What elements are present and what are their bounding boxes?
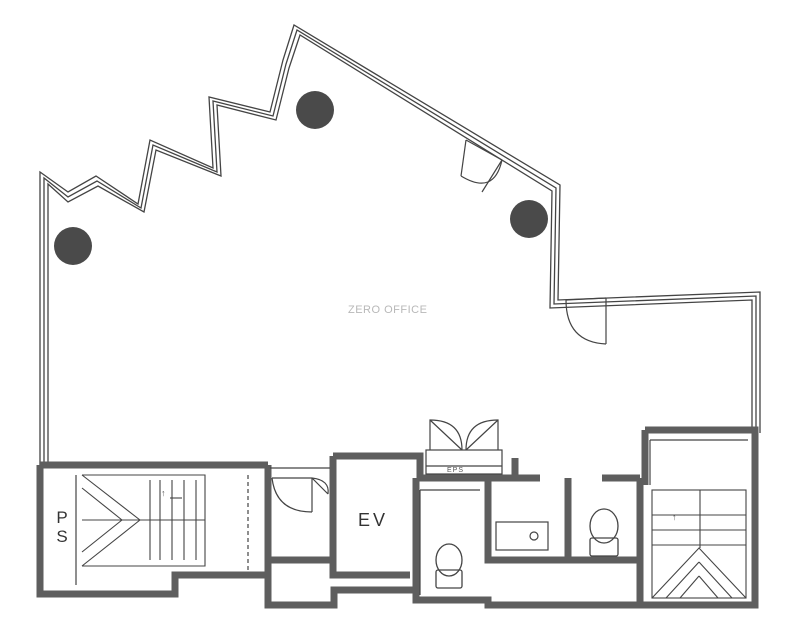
stair-right-arrow-icon: ↑ [672, 512, 677, 522]
interior-lines [75, 439, 748, 595]
exterior-wall [39, 24, 761, 465]
ev-label: EV [358, 510, 389, 530]
door-top [460, 139, 503, 193]
stair-left [81, 474, 206, 567]
toilet-right [589, 508, 619, 557]
toilet-left [435, 543, 463, 589]
sink [495, 521, 549, 551]
door-right [565, 297, 607, 345]
column [296, 91, 334, 129]
core-walls [36, 426, 759, 609]
ps-label: P S [50, 508, 76, 546]
door-corridor [271, 477, 329, 513]
stair-right [651, 489, 747, 599]
column [510, 200, 548, 238]
ps-label-line1: P [56, 508, 70, 527]
column [54, 227, 92, 265]
door-eps [425, 419, 503, 475]
eps-label: EPS [447, 467, 465, 474]
ps-label-line2: S [56, 527, 70, 546]
columns [54, 91, 548, 265]
watermark: ZERO OFFICE [348, 304, 428, 316]
stair-left-arrow-icon: ↑ [161, 488, 166, 498]
